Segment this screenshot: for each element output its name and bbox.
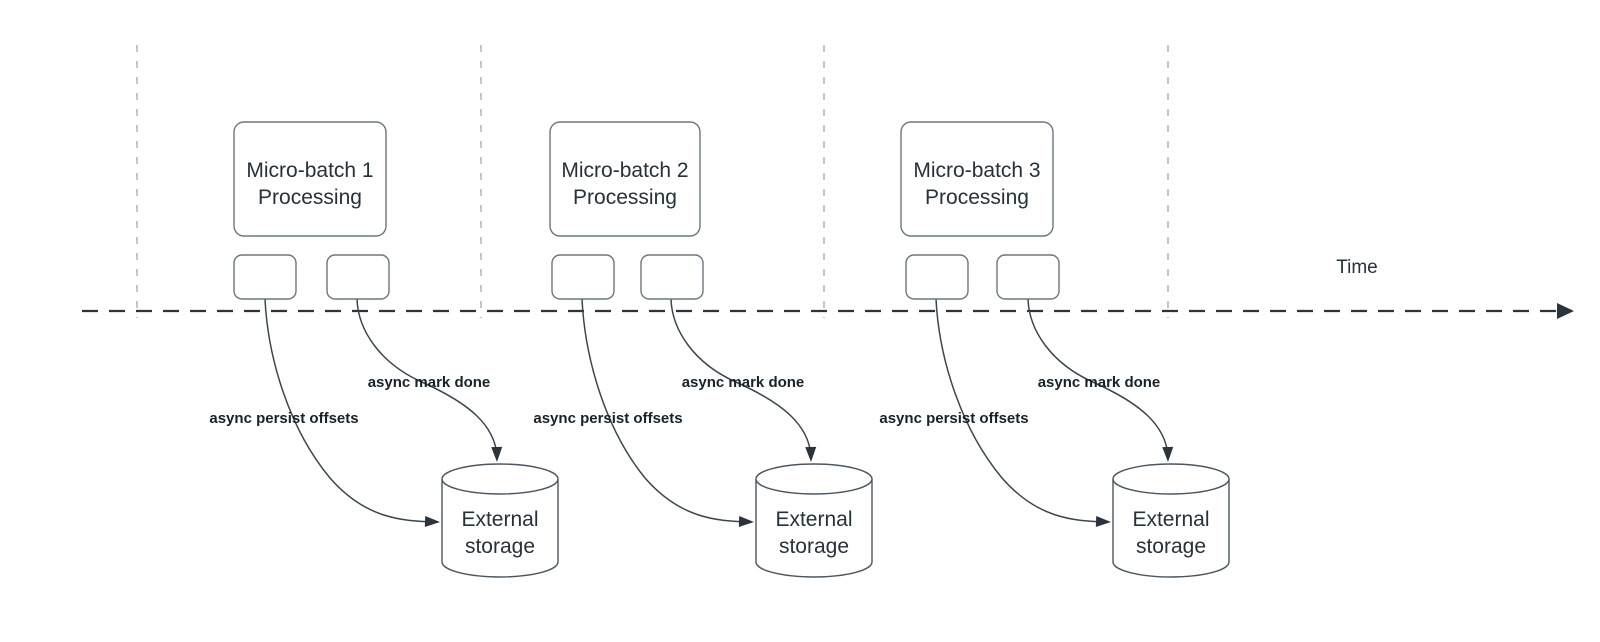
time-axis	[82, 303, 1574, 319]
external-storage-cylinder-body[interactable]	[441, 479, 559, 578]
micro-batch-box[interactable]	[900, 121, 1054, 237]
async-mark-done-curve	[356, 298, 498, 456]
async-mark-done-label: async mark done	[368, 374, 491, 391]
external-storage-label-line1: External	[1132, 508, 1209, 531]
async-persist-offsets-curve	[935, 298, 1108, 523]
async-mark-done-arrowhead	[1162, 446, 1174, 462]
async-mark-done-arrowhead	[805, 446, 817, 462]
micro-batch-label-line2: Processing	[925, 186, 1029, 209]
async-mark-done-curve	[1027, 298, 1169, 456]
task-slot-left[interactable]	[551, 254, 615, 300]
time-axis-arrowhead	[1557, 303, 1574, 319]
external-storage-label-line2: storage	[465, 535, 535, 558]
async-persist-offsets-label: async persist offsets	[533, 410, 682, 427]
async-persist-offsets-curve	[581, 298, 751, 523]
task-slot-left[interactable]	[905, 254, 969, 300]
task-slot-right[interactable]	[640, 254, 704, 300]
micro-batch-label-line2: Processing	[573, 186, 677, 209]
task-slot-right[interactable]	[996, 254, 1060, 300]
external-storage-cylinder-top	[1112, 463, 1230, 495]
async-persist-offsets-arrowhead	[424, 515, 440, 527]
async-persist-offsets-curve	[264, 298, 437, 523]
micro-batch-box[interactable]	[549, 121, 701, 237]
external-storage-label-line2: storage	[1136, 535, 1206, 558]
task-slot-right[interactable]	[326, 254, 390, 300]
diagram-text: Time async persist offsets async mark done…	[209, 159, 1377, 558]
flow-edges	[264, 298, 1174, 527]
micro-batch-box[interactable]	[233, 121, 387, 237]
async-persist-offsets-arrowhead	[1095, 515, 1111, 527]
external-storage-label-line1: External	[461, 508, 538, 531]
external-storage-cylinder-top	[441, 463, 559, 495]
async-persist-offsets-label: async persist offsets	[209, 410, 358, 427]
external-storage-cylinder-top	[755, 463, 873, 495]
micro-batch-label-line2: Processing	[258, 186, 362, 209]
task-slot-left[interactable]	[233, 254, 297, 300]
micro-batch-label-line1: Micro-batch 1	[246, 159, 373, 182]
external-storage-cylinder-body[interactable]	[755, 479, 873, 578]
external-storage-label-line2: storage	[779, 535, 849, 558]
async-mark-done-label: async mark done	[1038, 374, 1161, 391]
diagram-nodes	[233, 121, 1230, 578]
micro-batch-label-line1: Micro-batch 3	[913, 159, 1040, 182]
async-mark-done-label: async mark done	[682, 374, 805, 391]
external-storage-label-line1: External	[775, 508, 852, 531]
micro-batch-label-line1: Micro-batch 2	[561, 159, 688, 182]
async-mark-done-curve	[670, 298, 812, 456]
external-storage-cylinder-body[interactable]	[1112, 479, 1230, 578]
time-axis-label: Time	[1336, 257, 1378, 278]
async-mark-done-arrowhead	[491, 446, 503, 462]
batch-boundary-lines	[136, 45, 1169, 318]
async-persist-offsets-label: async persist offsets	[879, 410, 1028, 427]
async-persist-offsets-arrowhead	[738, 515, 754, 527]
